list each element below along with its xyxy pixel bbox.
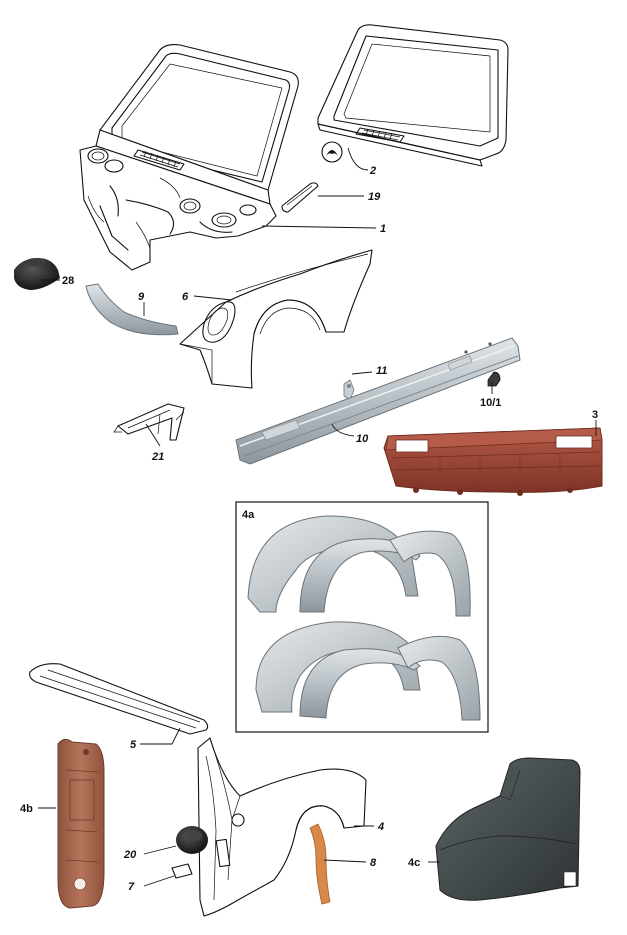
- callout-7: 7: [128, 881, 135, 893]
- callout-8: 8: [370, 857, 377, 869]
- part-6-front-fender-drawing: [179, 249, 373, 389]
- callout-10-1: 10/1: [480, 397, 501, 409]
- part-19-rail: [281, 182, 319, 213]
- callout-1: 1: [380, 223, 386, 235]
- callout-11: 11: [376, 365, 387, 377]
- part-21-bracket-drawing: [113, 403, 185, 441]
- part-10-1-clip: [487, 371, 501, 387]
- part-4c-quarter-section: [435, 757, 581, 901]
- part-28-rubber-plug: [14, 258, 60, 290]
- callout-9: 9: [138, 291, 145, 303]
- callout-4c: 4c: [408, 857, 420, 869]
- part-5-rail-drawing: [29, 663, 209, 735]
- part-8-strip: [309, 823, 331, 905]
- part-3-rear-panel: [383, 427, 603, 496]
- callout-28: 28: [62, 275, 74, 287]
- front-body-section-drawing: [79, 44, 299, 271]
- part-4b-inner-panel: [46, 736, 116, 914]
- callout-19: 19: [368, 191, 381, 203]
- callout-labels: 1 2 19 28 9 6 21 11 10 10/1 3 4a 5 4b 4 …: [20, 165, 598, 893]
- callout-4: 4: [377, 821, 384, 833]
- part-20-grommet: [176, 826, 208, 854]
- callout-21: 21: [151, 451, 164, 463]
- part-9-steel-strip: [85, 283, 179, 336]
- callout-6: 6: [182, 291, 189, 303]
- callout-20: 20: [123, 849, 137, 861]
- callout-2: 2: [369, 165, 376, 177]
- leader-lines: [38, 147, 597, 887]
- windshield-frame-drawing: [317, 24, 509, 167]
- callout-4a: 4a: [242, 509, 255, 521]
- callout-5: 5: [130, 739, 137, 751]
- callout-10: 10: [356, 433, 369, 445]
- part-10-rocker-panel: [235, 337, 521, 465]
- part-4-rear-quarter-drawing: [197, 737, 367, 917]
- callout-3: 3: [592, 409, 598, 421]
- clip-drawing: [321, 141, 343, 163]
- part-4a-inset: [235, 501, 489, 733]
- part-11-clip: [343, 379, 355, 401]
- part-7-tab-drawing: [171, 863, 193, 879]
- callout-4b: 4b: [20, 803, 33, 815]
